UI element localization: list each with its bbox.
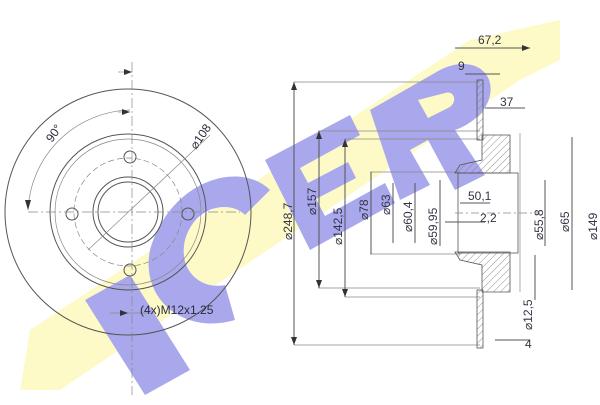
dim-l67-2: 67,2 (478, 33, 502, 47)
dim-l2-2: 2,2 (480, 211, 497, 225)
bolt-hole-right (181, 207, 195, 221)
dim-d63: ⌀63 (379, 194, 393, 215)
dim-l9: 9 (458, 59, 465, 73)
dim-d78: ⌀78 (357, 199, 371, 220)
dim-d248-7: ⌀248,7 (281, 202, 295, 240)
dim-d55-8: ⌀55,8 (532, 209, 546, 240)
bolt-hole-left (65, 207, 79, 221)
dim-d60-4: ⌀60,4 (401, 201, 415, 232)
dim-d12-5: ⌀12,5 (521, 299, 535, 330)
dim-d149: ⌀149 (586, 212, 600, 240)
logo-letter-c (148, 176, 270, 324)
disc-friction-ring-bottom (476, 289, 484, 349)
dim-l37: 37 (500, 95, 514, 109)
dim-l50-1: 50,1 (468, 189, 492, 203)
disc-friction-ring-top (476, 79, 484, 141)
logo-letter-e (265, 115, 395, 250)
dim-d65: ⌀65 (558, 211, 572, 232)
bolt-hole-bottom (123, 263, 137, 277)
section-view: ⌀248,7 ⌀157 ⌀142,5 ⌀78 ⌀63 ⌀60,4 ⌀59,95 … (281, 33, 600, 351)
logo-letter-r (370, 64, 491, 200)
bolt-hole-top (123, 150, 137, 164)
dim-d59-95: ⌀59,95 (426, 207, 440, 245)
pcd-label: ⌀108 (187, 121, 214, 152)
dim-l4: 4 (525, 337, 532, 351)
dim-d157: ⌀157 (305, 187, 319, 215)
hub-section-bottom (454, 251, 511, 293)
thread-label: (4x)M12x1.25 (140, 303, 214, 317)
dim-d142-5: ⌀142,5 (331, 207, 345, 245)
disc-outer-circle (4, 88, 252, 336)
angle-label: 90° (43, 122, 65, 145)
